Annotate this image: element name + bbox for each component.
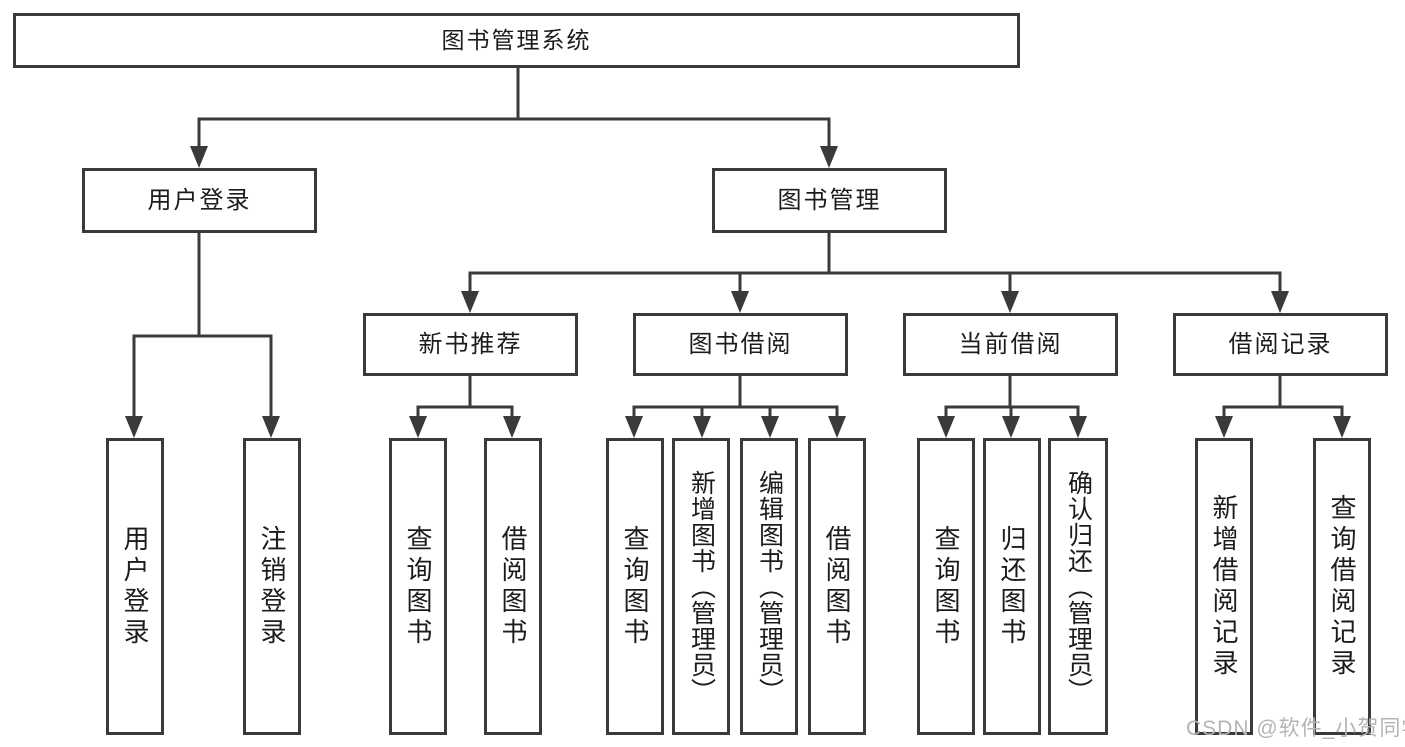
node-label: 图书管理: [777, 186, 882, 214]
leaf-edit-books-admin: 编辑图书（管理员）: [740, 438, 798, 735]
node-label: 查询图书: [931, 524, 961, 649]
node-user-login: 用户登录: [82, 168, 317, 233]
node-label: 查询图书: [620, 524, 650, 649]
node-root-system: 图书管理系统: [13, 13, 1020, 68]
leaf-add-borrow-record: 新增借阅记录: [1195, 438, 1253, 735]
node-current-borrowing: 当前借阅: [903, 313, 1118, 376]
node-label: 借阅记录: [1228, 330, 1333, 358]
leaf-query-books-borrowing: 查询图书: [606, 438, 664, 735]
node-borrowing-records: 借阅记录: [1173, 313, 1388, 376]
node-label: 用户登录: [147, 186, 252, 214]
node-book-borrowing: 图书借阅: [633, 313, 848, 376]
arrowhead-icons: [125, 146, 1351, 438]
leaf-query-borrow-record: 查询借阅记录: [1313, 438, 1371, 735]
node-label: 借阅图书: [822, 524, 852, 649]
leaf-borrow-books-recommend: 借阅图书: [484, 438, 542, 735]
node-book-management: 图书管理: [712, 168, 947, 233]
node-label: 新书推荐: [418, 330, 523, 358]
node-label: 新增图书（管理员）: [687, 469, 716, 704]
leaf-confirm-return-admin: 确认归还（管理员）: [1048, 438, 1108, 735]
node-label: 编辑图书（管理员）: [755, 469, 784, 704]
leaf-query-books-recommend: 查询图书: [389, 438, 447, 735]
node-new-book-recommend: 新书推荐: [363, 313, 578, 376]
node-label: 新增借阅记录: [1209, 493, 1239, 680]
leaf-borrow-books: 借阅图书: [808, 438, 866, 735]
node-label: 查询借阅记录: [1327, 493, 1357, 680]
leaf-user-login: 用户登录: [106, 438, 164, 735]
leaf-add-books-admin: 新增图书（管理员）: [672, 438, 730, 735]
node-label: 注销登录: [257, 524, 287, 649]
node-label: 当前借阅: [958, 330, 1063, 358]
leaf-logout: 注销登录: [243, 438, 301, 735]
node-label: 用户登录: [120, 524, 150, 649]
node-label: 归还图书: [997, 524, 1027, 649]
node-label: 借阅图书: [498, 524, 528, 649]
leaf-return-books: 归还图书: [983, 438, 1041, 735]
leaf-query-books-current: 查询图书: [917, 438, 975, 735]
node-label: 查询图书: [403, 524, 433, 649]
node-label: 图书借阅: [688, 330, 793, 358]
node-label: 图书管理系统: [441, 27, 592, 53]
node-label: 确认归还（管理员）: [1064, 469, 1093, 704]
csdn-watermark: CSDN @软件_小贺同学: [1186, 717, 1405, 740]
